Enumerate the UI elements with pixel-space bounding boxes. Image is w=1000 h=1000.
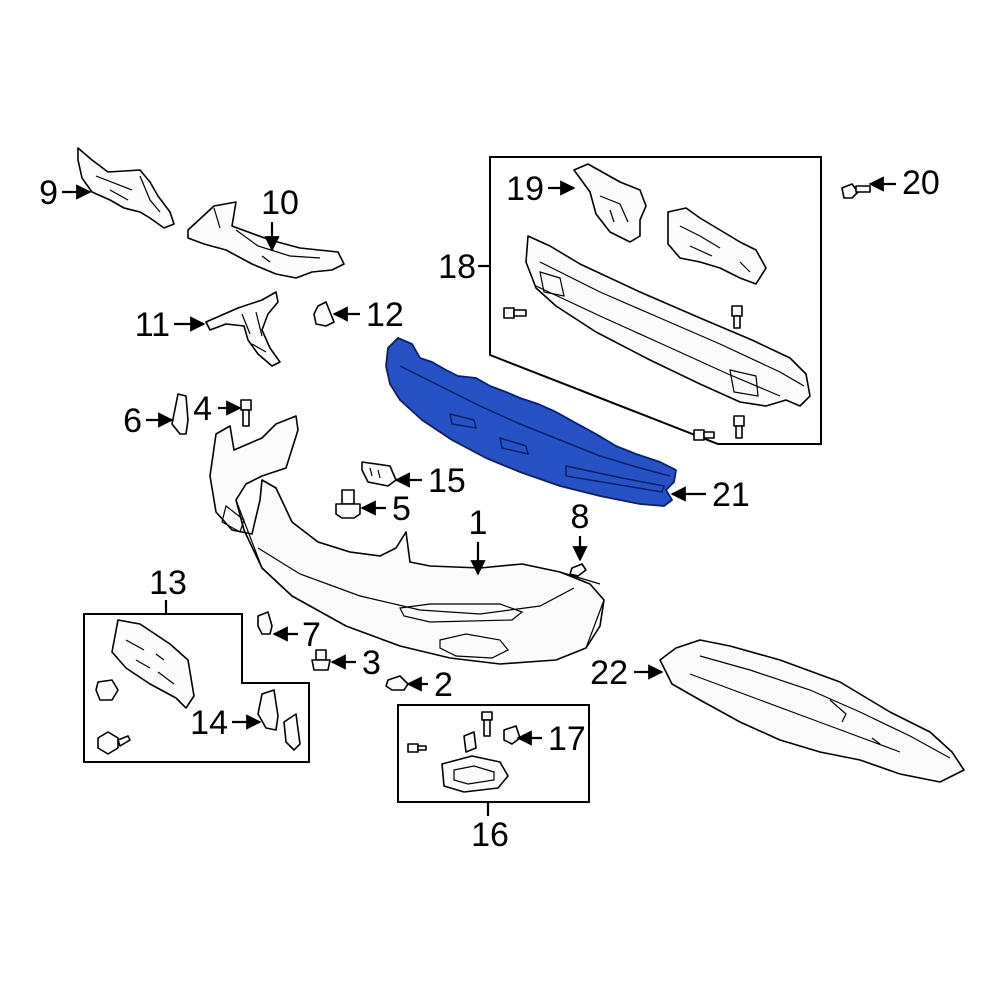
callout-10[interactable]: 10 <box>261 184 299 222</box>
part-7-clip[interactable] <box>257 611 273 635</box>
part-14-bracket[interactable] <box>257 689 301 751</box>
part-3-fastener[interactable] <box>311 649 331 671</box>
part-16-clip[interactable] <box>463 731 477 753</box>
callout-8[interactable]: 8 <box>571 498 590 536</box>
part-4-bolt[interactable] <box>240 399 252 427</box>
part-8-pin[interactable] <box>569 563 587 577</box>
part-18-bolt-2[interactable] <box>731 305 743 329</box>
leader-lines <box>62 176 896 816</box>
callout-18[interactable]: 18 <box>438 248 476 286</box>
part-9-bracket[interactable] <box>77 147 175 229</box>
part-18-reinforcement[interactable] <box>525 235 811 407</box>
part-1-bumper-cover[interactable] <box>209 415 605 665</box>
part-21-energy-absorber[interactable] <box>385 337 677 507</box>
callout-3[interactable]: 3 <box>362 644 381 682</box>
callout-5[interactable]: 5 <box>392 490 411 528</box>
part-18-bracket-left[interactable] <box>573 163 647 243</box>
part-18-bracket-right[interactable] <box>667 207 767 285</box>
callout-16[interactable]: 16 <box>471 816 509 854</box>
callout-13[interactable]: 13 <box>149 564 187 602</box>
part-18-bolt-1[interactable] <box>503 307 527 319</box>
callout-9[interactable]: 9 <box>39 174 58 212</box>
callout-20[interactable]: 20 <box>902 164 940 202</box>
callout-12[interactable]: 12 <box>366 296 404 334</box>
callout-6[interactable]: 6 <box>123 402 142 440</box>
part-18-bolt-4[interactable] <box>733 415 745 439</box>
part-16-fog-bezel[interactable] <box>441 755 509 793</box>
callout-22[interactable]: 22 <box>590 654 628 692</box>
callout-11[interactable]: 11 <box>135 306 170 344</box>
group-box-18 <box>489 156 822 445</box>
callout-19[interactable]: 19 <box>506 170 544 208</box>
group-box-13 <box>83 613 310 763</box>
callout-4[interactable]: 4 <box>193 390 212 428</box>
part-5-retainer[interactable] <box>335 489 361 519</box>
part-18-bolt-3[interactable] <box>693 429 715 441</box>
part-15-plate[interactable] <box>361 461 397 487</box>
part-22-splash-shield[interactable] <box>659 639 965 783</box>
group-box-16 <box>397 704 590 803</box>
callout-1[interactable]: 1 <box>469 504 488 542</box>
part-16-screw[interactable] <box>407 743 427 753</box>
callout-15[interactable]: 15 <box>428 462 466 500</box>
part-13-license-bracket[interactable] <box>111 619 195 709</box>
part-6-strip[interactable] <box>171 393 189 435</box>
callout-14[interactable]: 14 <box>190 704 228 742</box>
callout-labels: 1 2 3 4 5 6 7 8 9 10 11 12 13 14 15 16 1… <box>39 164 940 854</box>
callout-7[interactable]: 7 <box>302 616 321 654</box>
part-20-bolt[interactable] <box>841 183 871 199</box>
callout-17[interactable]: 17 <box>548 720 586 758</box>
part-11-bracket[interactable] <box>205 291 281 367</box>
part-13-screw[interactable] <box>97 731 131 755</box>
part-2-nut[interactable] <box>385 675 409 691</box>
part-17-clip[interactable] <box>503 725 521 745</box>
callout-2[interactable]: 2 <box>434 666 453 704</box>
part-12-clip[interactable] <box>313 301 335 327</box>
callout-21[interactable]: 21 <box>712 476 750 514</box>
part-13-grommet[interactable] <box>95 679 119 701</box>
part-16-bolt[interactable] <box>481 711 493 737</box>
